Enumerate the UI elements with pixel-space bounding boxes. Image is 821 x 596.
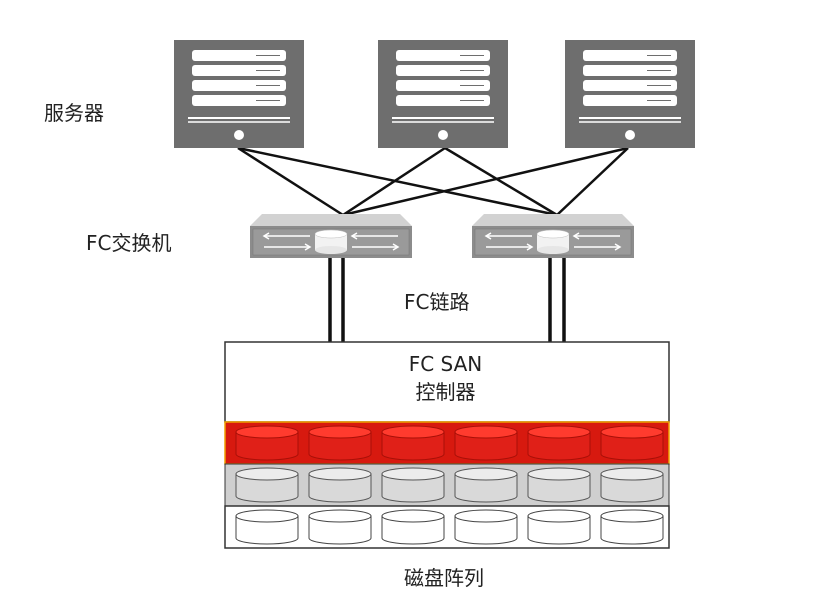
label-disk-array: 磁盘阵列 (404, 566, 484, 590)
disk-row-gray-bg (224, 463, 670, 507)
disk-icon (454, 467, 518, 503)
controller-label: FC SAN 控制器 (224, 350, 667, 406)
fc-switch-icon (472, 214, 634, 258)
disk-icon (527, 425, 591, 461)
disk-icon (381, 425, 445, 461)
disk-icon (454, 509, 518, 545)
disk-icon (527, 467, 591, 503)
server-switch-links (237, 146, 629, 217)
label-fc-link: FC链路 (404, 290, 470, 314)
disk-row-red-bg (224, 421, 670, 465)
disk-icon (600, 509, 664, 545)
disk-icon (308, 509, 372, 545)
server-icon (174, 40, 304, 148)
disk-icon (308, 425, 372, 461)
server-icon (378, 40, 508, 148)
server-icon (565, 40, 695, 148)
label-servers: 服务器 (44, 101, 104, 125)
fc-link-lines (328, 256, 566, 342)
disk-icon (454, 425, 518, 461)
disk-icon (235, 509, 299, 545)
disk-icon (235, 425, 299, 461)
disk-icon (381, 509, 445, 545)
disk-icon (308, 467, 372, 503)
disk-icon (600, 425, 664, 461)
disk-icon (235, 467, 299, 503)
label-fc-switch: FC交换机 (86, 231, 172, 255)
disk-row-white-bg (224, 505, 670, 549)
disk-icon (527, 509, 591, 545)
controller-label-line1: FC SAN (408, 352, 483, 376)
controller-label-line2: 控制器 (415, 380, 476, 404)
disk-icon (600, 467, 664, 503)
disk-icon (381, 467, 445, 503)
fc-switch-icon (250, 214, 412, 258)
controller-box (224, 341, 670, 423)
